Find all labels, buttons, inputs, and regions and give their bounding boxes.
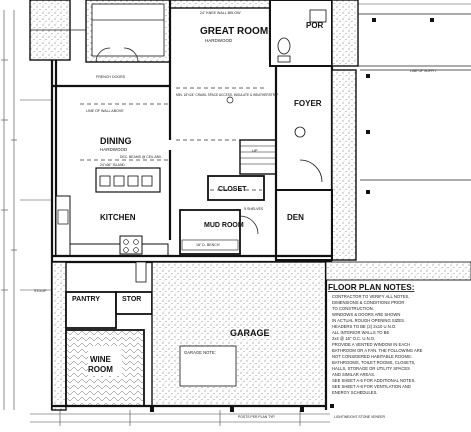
garage-note-title: GARAGE NOTE: [184, 350, 216, 355]
note-line: 2x4 @ 16" O.C. U.N.O. [332, 336, 375, 341]
powder-room [269, 0, 333, 67]
stoop-note: STOOP [34, 289, 47, 293]
note-line: ALL INTERIOR WALLS TO BE [332, 330, 389, 335]
note-line: AND SIMILAR AREAS. [332, 372, 375, 377]
note-line: ENERGY SCHEDULES. [332, 390, 378, 395]
stair-note: UP [252, 148, 258, 153]
posts-note: POSTS PER PLAN TYP. [238, 415, 275, 419]
kitchen-label: KITCHEN [100, 213, 136, 222]
lower-section [51, 254, 332, 412]
dimension-lines [1, 3, 471, 426]
note-line: HEADERS TO BE (2) 2x10 U.N.O. [332, 324, 396, 329]
foyer-label: FOYER [294, 99, 322, 108]
stair-and-closet [179, 139, 277, 255]
stone-veneer-note: LIGHTWEIGHT STONE VENEER [334, 415, 385, 419]
garage-label: GARAGE [230, 328, 270, 338]
plan-annotations: 24" KNEE WALL BELOW FRENCH DOORS LINE OF… [34, 11, 436, 419]
note-line: TO CONSTRUCTION. [332, 306, 374, 311]
den-label: DEN [287, 213, 304, 222]
shelves-note: 5 SHELVES [244, 207, 264, 211]
dec-beams-note: DEC. BEAMS @ CEIL ABV. [120, 155, 162, 159]
mud-room-label: MUD ROOM [204, 222, 244, 229]
line-of-wall-note: LINE OF WALL ABOVE [86, 109, 124, 113]
front-porch-top [331, 0, 471, 67]
great-room-label: GREAT ROOM [200, 26, 268, 37]
note-line: HALLS, STORAGE OR UTILITY SPACES [332, 366, 410, 371]
upper-left-wing [29, 0, 171, 63]
great-room-area [168, 0, 272, 141]
note-line: SEE SHEET A-6 FOR ADDITIONAL NOTES. [332, 378, 416, 383]
note-line: IN ACTUAL ROUGH OPENING SIZES. [332, 318, 405, 323]
soffit-note: LINE OF SOFFIT [410, 69, 436, 73]
foyer-area [274, 66, 471, 261]
por-label: POR [306, 21, 324, 30]
wine-room-label-line2: ROOM [88, 365, 113, 374]
note-line: WINDOWS & DOORS ARE SHOWN [332, 312, 400, 317]
note-line: NOT CONSIDERED HABITABLE ROOMS: [332, 354, 412, 359]
note-line: DIMENSIONS & CONDITIONS PRIOR [332, 300, 404, 305]
room-labels: GREAT ROOM HARDWOOD POR FOYER DINING HAR… [72, 21, 324, 374]
bench-note: 18" D. BENCH [196, 243, 220, 247]
note-line: BATHROOMS, TOILET ROOMS, CLOSETS, [332, 360, 415, 365]
stor-label: STOR [122, 296, 141, 303]
dining-floor: HARDWOOD [100, 147, 128, 152]
pantry-label: PANTRY [72, 296, 100, 303]
den-area [275, 189, 333, 261]
notes-frame [325, 261, 471, 408]
great-room-floor: HARDWOOD [205, 38, 233, 43]
floor-plan-notes-title: FLOOR PLAN NOTES: [328, 283, 414, 292]
dining-label: DINING [100, 136, 132, 146]
closet-label: CLOSET [218, 186, 247, 193]
note-line: PROVIDE A VENTED WINDOW IN EACH [332, 342, 410, 347]
crawl-space-note: MIN. 18"x24" CRAWL SPACE ACCESS, INSULAT… [176, 93, 278, 97]
note-line: CONTRACTOR TO VERIFY ALL NOTES, [332, 294, 410, 299]
knee-wall-note: 24" KNEE WALL BELOW [200, 11, 241, 15]
note-line: BATHROOM OR A FAN. THE FOLLOWING ARE [332, 348, 423, 353]
island-note: 24"x36" ISLAND [100, 163, 125, 167]
note-line: SEE SHEET A-8 FOR VENTILATION AND [332, 384, 411, 389]
wine-room-label-line1: WINE [90, 355, 112, 364]
french-doors-note: FRENCH DOORS [96, 75, 126, 79]
main-left-wing [50, 60, 172, 410]
floor-plan-notes: FLOOR PLAN NOTES: CONTRACTOR TO VERIFY A… [328, 283, 423, 395]
